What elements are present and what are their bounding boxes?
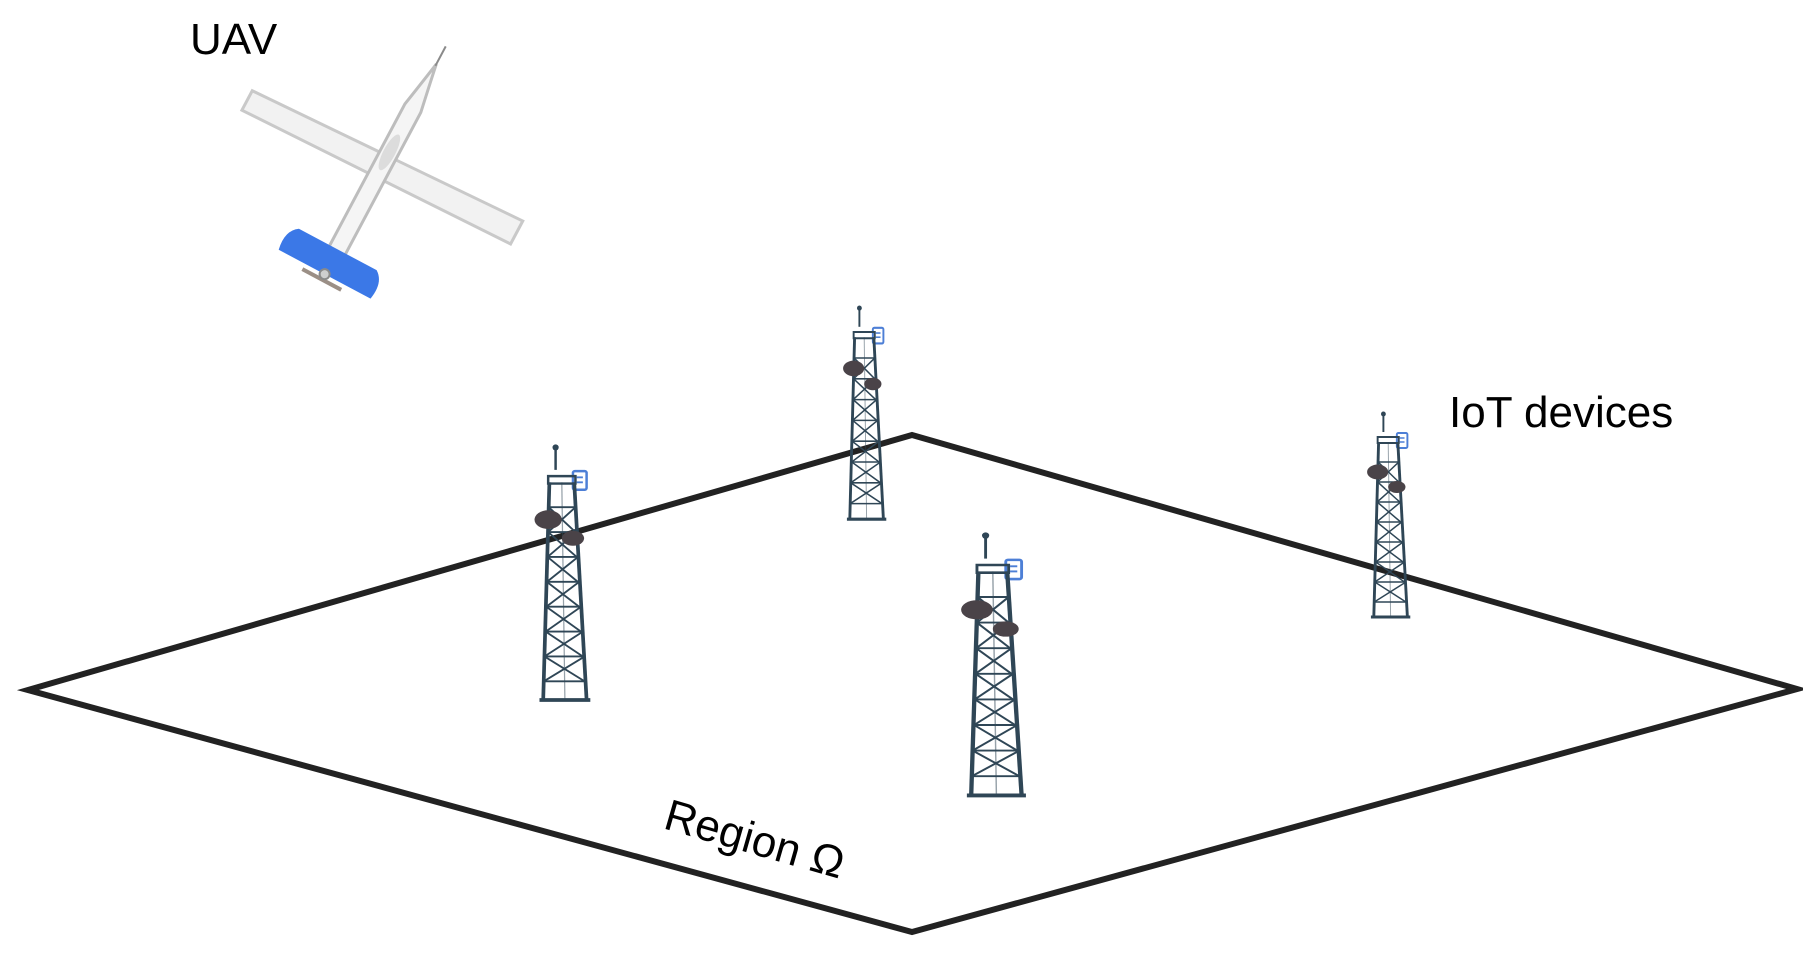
iot-devices-label: IoT devices <box>1449 388 1673 437</box>
tower-icon <box>841 303 888 521</box>
uav-icon <box>239 45 525 299</box>
tower-icon <box>532 442 593 702</box>
tower-icon <box>961 532 1026 795</box>
region-label: Region Ω <box>659 791 850 889</box>
tower-icon <box>1365 410 1412 619</box>
uav-label: UAV <box>190 15 278 64</box>
region-outline <box>16 431 1803 936</box>
